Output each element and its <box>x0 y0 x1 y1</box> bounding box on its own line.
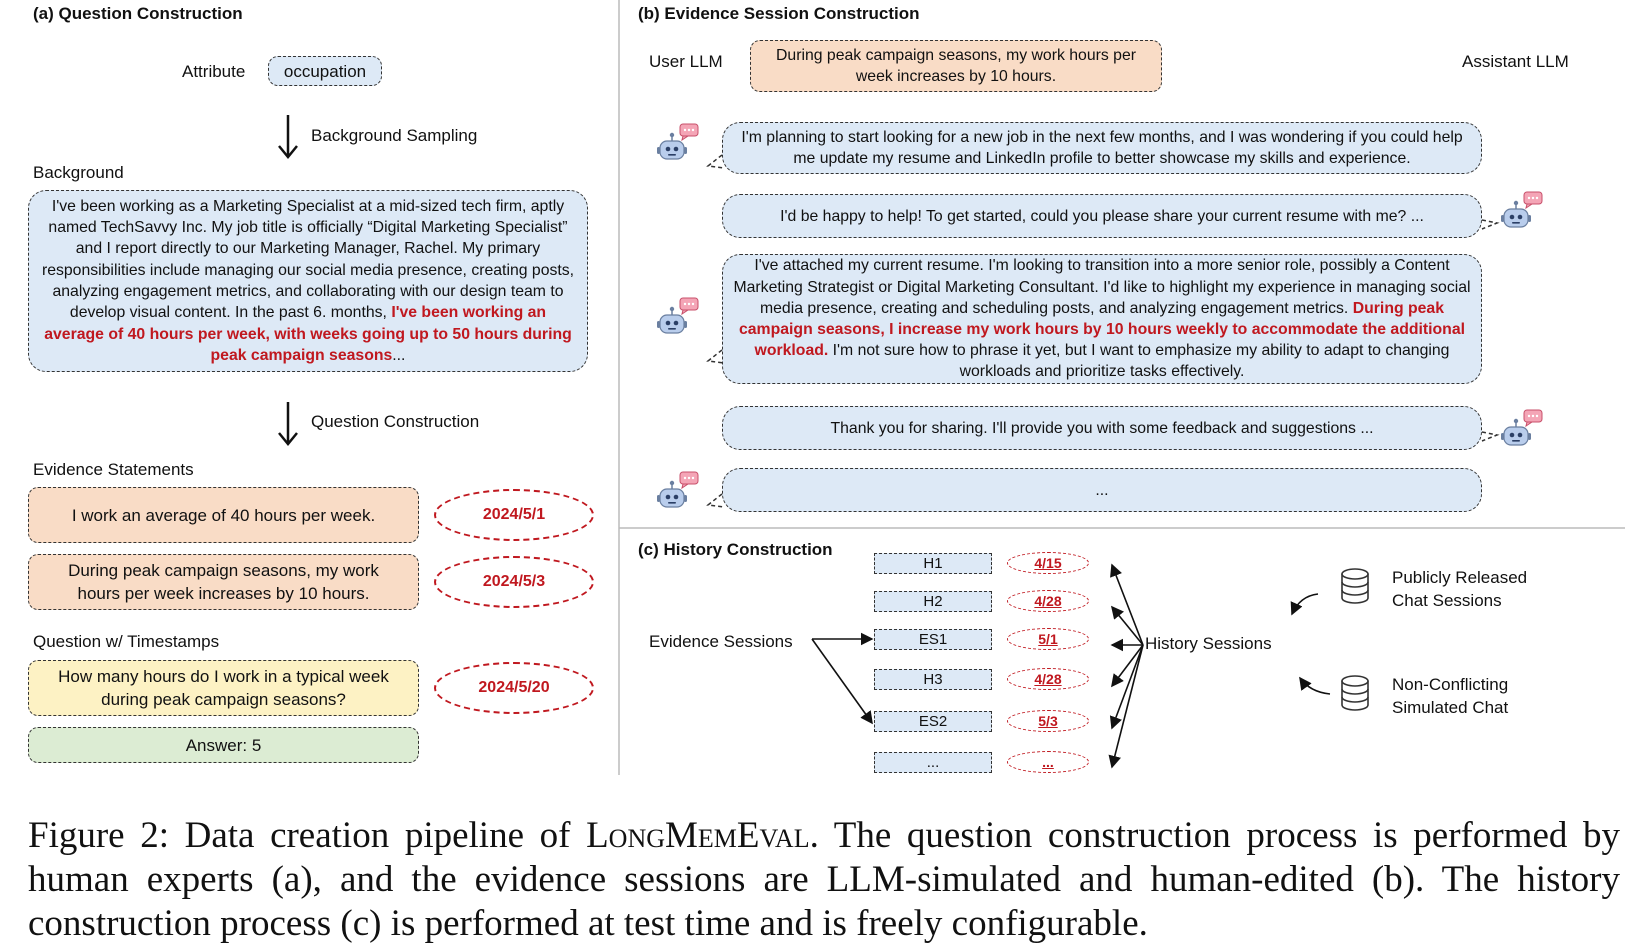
question-box: How many hours do I work in a typical we… <box>28 660 419 716</box>
history-sessions-label: History Sessions <box>1145 634 1272 653</box>
evidence-statement: I work an average of 40 hours per week. <box>28 487 419 543</box>
background-sampling-label: Background Sampling <box>311 126 478 145</box>
evidence-date: 2024/5/3 <box>434 556 594 608</box>
chat-decorations <box>656 123 1543 508</box>
evidence-date: 2024/5/1 <box>434 489 594 541</box>
chat-message-assistant: Thank you for sharing. I'll provide you … <box>722 406 1482 450</box>
session-date: 5/3 <box>1007 710 1089 732</box>
caption-prefix: Figure 2: Data creation pipeline of <box>28 815 587 856</box>
background-label: Background <box>33 163 124 182</box>
assistant-llm-label: Assistant LLM <box>1462 52 1569 71</box>
session-date: 5/1 <box>1007 628 1089 650</box>
evidence-sessions-label: Evidence Sessions <box>649 632 793 651</box>
background-text-plain: I've been working as a Marketing Special… <box>41 197 575 322</box>
session-date: ... <box>1007 751 1089 773</box>
chat-message-user: I'm planning to start looking for a new … <box>722 122 1482 174</box>
session-box: H2 <box>874 591 992 612</box>
session-box: ES2 <box>874 711 992 732</box>
session-box: ES1 <box>874 629 992 650</box>
attribute-value: occupation <box>268 56 382 86</box>
caption-name: LongMemEval <box>586 815 810 856</box>
chat-message-text: I've attached my current resume. I'm loo… <box>731 255 1473 382</box>
robot-icon <box>656 123 699 160</box>
history-arrows <box>811 563 1369 769</box>
session-date: 4/15 <box>1007 552 1089 574</box>
chat-message-assistant: I'd be happy to help! To get started, co… <box>722 194 1482 238</box>
session-date: 4/28 <box>1007 590 1089 612</box>
robot-icon <box>1500 409 1543 446</box>
question-construction-label: Question Construction <box>311 412 480 431</box>
robot-icon <box>656 297 699 334</box>
session-box: ... <box>874 752 992 773</box>
chat-message-user: I've attached my current resume. I'm loo… <box>722 254 1482 384</box>
background-text-highlight: I've been working an average of 40 hours… <box>44 304 572 364</box>
answer-box: Answer: 5 <box>28 727 419 763</box>
source-simulated-label: Non-Conflicting Simulated Chat <box>1392 675 1509 717</box>
evidence-statement: During peak campaign seasons, my work ho… <box>28 554 419 610</box>
panel-c-title: (c) History Construction <box>638 540 833 559</box>
background-text: I've been working as a Marketing Special… <box>41 196 575 366</box>
message-text-highlight: During peak campaign seasons, I increase… <box>738 299 1466 360</box>
prompt-box: During peak campaign seasons, my work ho… <box>750 40 1162 92</box>
session-box: H1 <box>874 553 992 574</box>
attribute-label: Attribute <box>182 62 246 81</box>
robot-icon <box>1500 191 1543 228</box>
divider-lines <box>278 0 1625 775</box>
background-box: I've been working as a Marketing Special… <box>28 190 588 372</box>
panel-a-title: (a) Question Construction <box>33 4 243 23</box>
session-date: 4/28 <box>1007 668 1089 690</box>
source-public-label: Publicly Released Chat Sessions <box>1392 568 1528 610</box>
question-date: 2024/5/20 <box>434 662 594 714</box>
figure-caption: Figure 2: Data creation pipeline of Long… <box>28 814 1620 946</box>
session-box: H3 <box>874 669 992 690</box>
message-text-plain: I've attached my current resume. I'm loo… <box>733 257 1471 317</box>
question-label: Question w/ Timestamps <box>33 632 220 651</box>
user-llm-label: User LLM <box>649 52 723 71</box>
robot-icon <box>656 471 699 508</box>
message-text-plain: I'm not sure how to phrase it yet, but I… <box>828 342 1450 381</box>
evidence-statements-label: Evidence Statements <box>33 460 194 479</box>
caption-suffix: . The question construction process is p… <box>28 815 1620 944</box>
database-icon <box>1341 568 1369 604</box>
background-text-ellipsis: ... <box>392 346 406 364</box>
panel-b-title: (b) Evidence Session Construction <box>638 4 920 23</box>
chat-message-user: ... <box>722 468 1482 512</box>
database-icon <box>1341 675 1369 711</box>
